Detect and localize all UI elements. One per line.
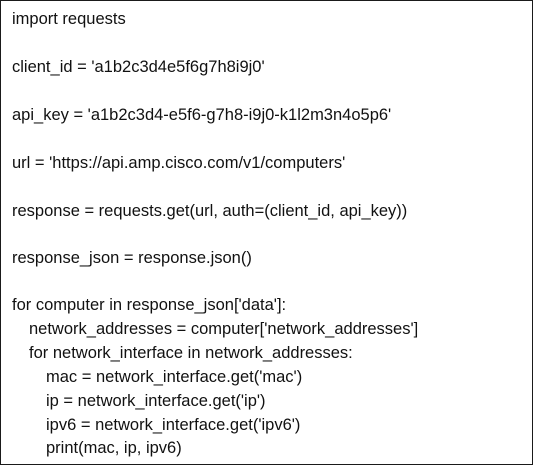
code-line-ipv6: ipv6 = network_interface.get('ipv6') (46, 416, 301, 434)
code-line-network-addresses: network_addresses = computer['network_ad… (29, 320, 419, 338)
code-line-response-json: response_json = response.json() (12, 249, 252, 267)
code-line-print: print(mac, ip, ipv6) (46, 439, 182, 457)
code-line-url: url = 'https://api.amp.cisco.com/v1/comp… (12, 154, 346, 172)
code-line-for-interface: for network_interface in network_address… (29, 344, 353, 362)
code-line-response: response = requests.get(url, auth=(clien… (12, 202, 408, 220)
code-line-client-id: client_id = 'a1b2c3d4e5f6g7h8i9j0' (12, 58, 265, 76)
code-line-for-computer: for computer in response_json['data']: (12, 296, 287, 314)
code-line-import: import requests (12, 10, 126, 28)
code-line-api-key: api_key = 'a1b2c3d4-e5f6-g7h8-i9j0-k1l2m… (12, 106, 392, 124)
code-line-ip: ip = network_interface.get('ip') (46, 392, 266, 410)
code-line-mac: mac = network_interface.get('mac') (46, 368, 303, 386)
